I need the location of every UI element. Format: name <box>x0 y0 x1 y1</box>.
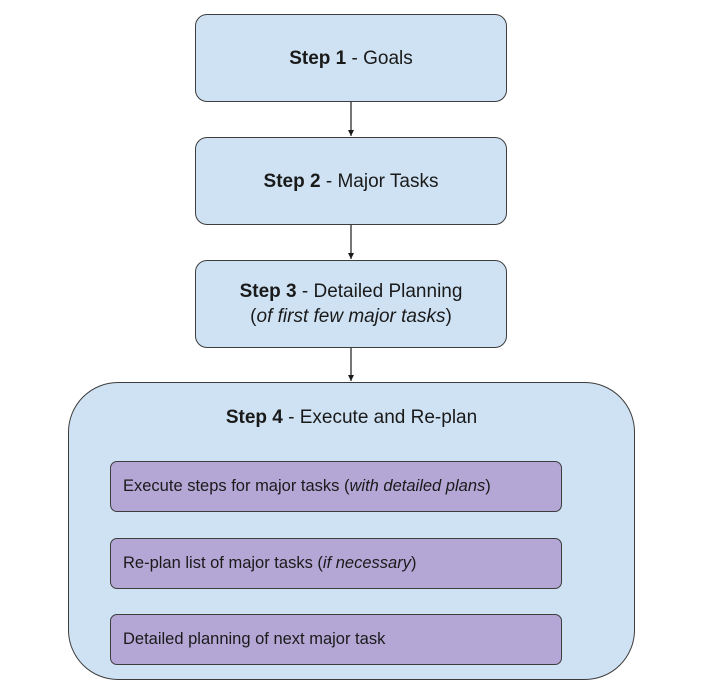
step-4-label: Step 4 - Execute and Re-plan <box>225 407 478 428</box>
substep-replan: Re-plan list of major tasks (if necessar… <box>110 538 562 589</box>
substep-replan-label: Re-plan list of major tasks (if necessar… <box>123 554 417 572</box>
step-2-box: Step 2 - Major Tasks <box>195 137 507 225</box>
step-3-note: (of first few major tasks) <box>250 306 452 327</box>
step-2-label: Step 2 - Major Tasks <box>263 170 439 192</box>
step-3-label: Step 3 - Detailed Planning <box>239 281 463 302</box>
step-3-box: Step 3 - Detailed Planning (of first few… <box>195 260 507 348</box>
step-1-label: Step 1 - Goals <box>289 47 413 69</box>
substep-detailed-planning-label: Detailed planning of next major task <box>123 630 386 648</box>
substep-execute: Execute steps for major tasks (with deta… <box>110 461 562 512</box>
step-1-box: Step 1 - Goals <box>195 14 507 102</box>
substep-detailed-planning: Detailed planning of next major task <box>110 614 562 665</box>
substep-execute-label: Execute steps for major tasks (with deta… <box>123 477 491 495</box>
